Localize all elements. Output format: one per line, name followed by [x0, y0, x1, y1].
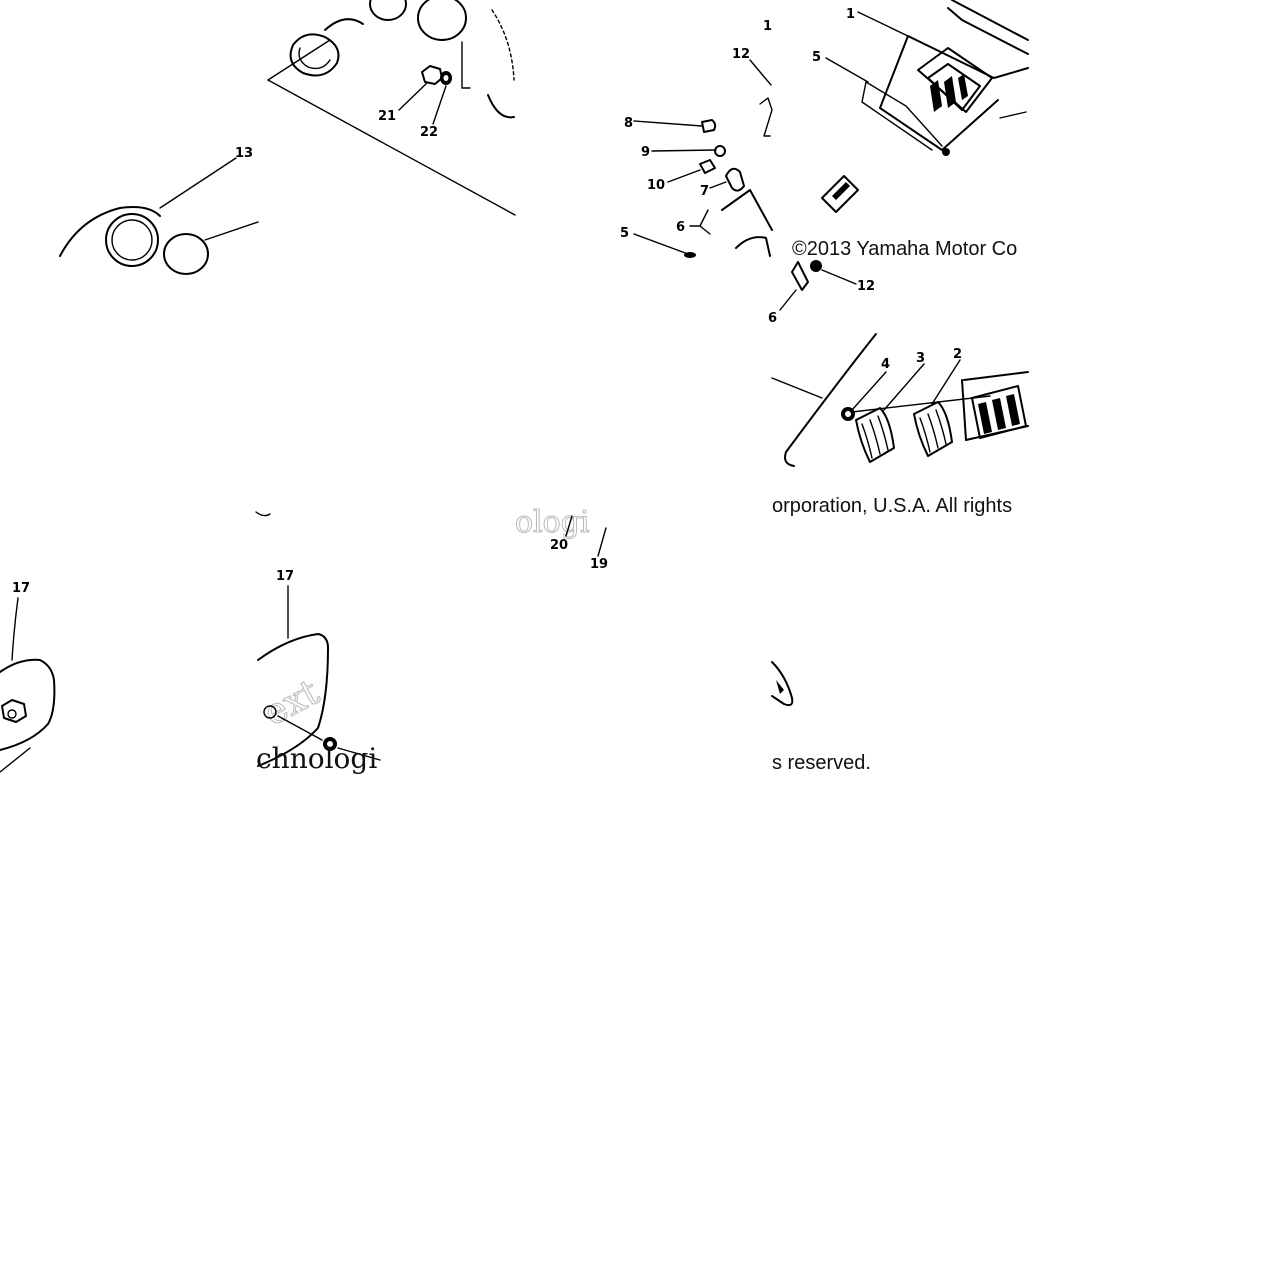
part-number-2: 2: [953, 347, 962, 362]
part-number-22: 22: [420, 125, 438, 140]
reed-valve-assembly-bottom: 12 6 4 3 2 orporation, U.S.A. All rights: [768, 260, 1029, 517]
watermark-fragment-a: ologi: [515, 505, 590, 540]
carburetor-fittings: 1 12 8 9 10 7 6 5: [620, 19, 773, 258]
part-number-20: 20: [550, 538, 568, 553]
part-number-12-center: 12: [732, 47, 750, 62]
part-number-8: 8: [624, 116, 633, 131]
part-number-19: 19: [590, 557, 608, 572]
watermark-fragment-c: chnologi: [256, 742, 377, 775]
air-box-cover-left: 17: [0, 581, 56, 773]
bracket-part: s reserved.: [771, 661, 871, 774]
copyright-line-3: s reserved.: [772, 752, 871, 774]
reed-valve-assembly-top: 1 5 ©2013 Yamaha Motor Co: [792, 0, 1029, 260]
part-number-1-center: 1: [763, 19, 772, 34]
part-number-10: 10: [647, 178, 665, 193]
float-chamber-parts: ologi 20 19: [255, 505, 608, 572]
part-number-3: 3: [916, 351, 925, 366]
part-number-9: 9: [641, 145, 650, 160]
copyright-line-1: ©2013 Yamaha Motor Co: [792, 238, 1017, 260]
part-number-5: 5: [620, 226, 629, 241]
copyright-line-2: orporation, U.S.A. All rights: [772, 495, 1012, 517]
part-number-7: 7: [700, 184, 709, 199]
watermark-fragment-b: ext: [257, 672, 326, 735]
part-number-6: 6: [676, 220, 685, 235]
part-number-12-right: 12: [857, 279, 875, 294]
intake-joint-assembly: 13: [59, 146, 259, 275]
part-number-6-right: 6: [768, 311, 777, 326]
intake-boot-assembly: 21 22: [267, 0, 516, 216]
part-number-5-right: 5: [812, 50, 821, 65]
air-box-cover-center: 17 ext chnologi: [256, 569, 381, 775]
part-number-1-right: 1: [846, 7, 855, 22]
part-number-13: 13: [235, 146, 253, 161]
part-number-21: 21: [378, 109, 396, 124]
part-number-4: 4: [881, 357, 890, 372]
part-number-17-left: 17: [12, 581, 30, 596]
part-number-17-center: 17: [276, 569, 294, 584]
